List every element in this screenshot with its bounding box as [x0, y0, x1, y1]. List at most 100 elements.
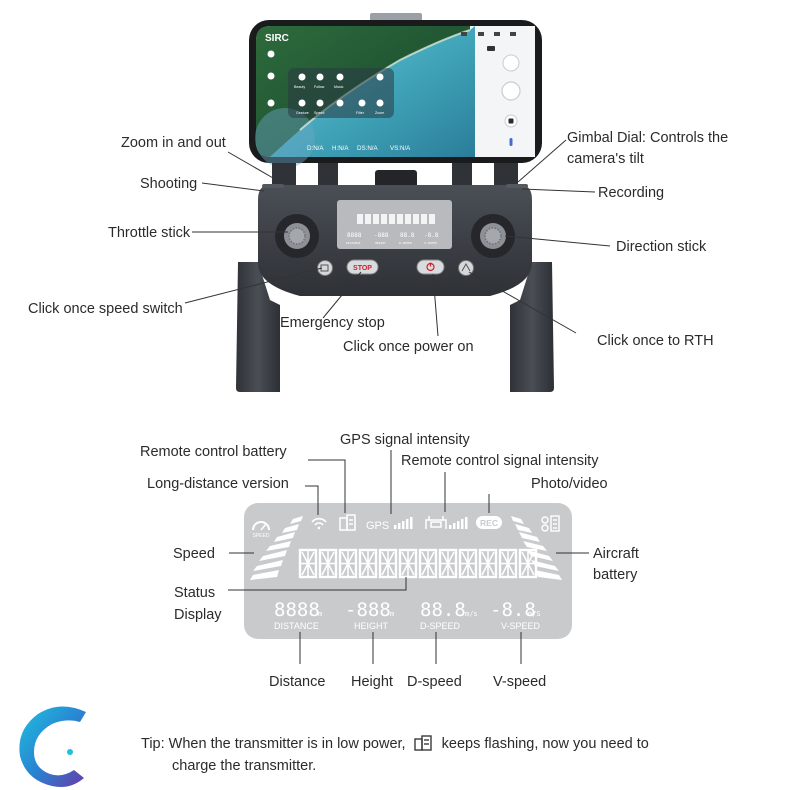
controller-lcd-distance: 8888: [347, 232, 362, 239]
controller-lcd-caption: HEIGHT: [375, 241, 386, 245]
rc-battery-icon: [339, 514, 356, 531]
label-speed: Speed: [173, 546, 215, 562]
dspeed-caption: D-SPEED: [420, 621, 461, 631]
label-speed-switch: Click once speed switch: [28, 301, 183, 317]
lcd-captions: DISTANCE HEIGHT D-SPEED V-SPEED: [274, 621, 541, 631]
tip-suffix: keeps flashing, now you need to: [441, 736, 649, 752]
controller-lcd-segments: [357, 214, 435, 224]
height-caption: HEIGHT: [354, 621, 389, 631]
rec-text: REC: [480, 518, 498, 528]
status-segment-cell: [498, 548, 518, 579]
label-rc-signal: Remote control signal intensity: [401, 453, 599, 469]
controller-lcd-dspeed: 88.8: [400, 232, 415, 239]
telemetry-vspeed: VS:N/A: [390, 145, 411, 152]
status-segment-cell: [358, 548, 378, 579]
telemetry-distance: D:N/A: [307, 145, 324, 152]
height-digits: -888: [345, 599, 391, 621]
lcd-diagram: SPEED: [244, 503, 572, 639]
speed-bars: [250, 516, 303, 580]
label-aircraft-battery: Aircraft battery: [593, 546, 639, 583]
phone-menu-panel: [288, 68, 394, 118]
status-segment-cell: [298, 548, 318, 579]
status-segment-cell: [458, 548, 478, 579]
phone-telemetry: D:N/A H:N/A DS:N/A VS:N/A: [307, 145, 411, 152]
label-vspeed: V-speed: [493, 674, 547, 690]
speed-switch-button[interactable]: [317, 260, 333, 276]
phone-menu-label: Music: [334, 85, 344, 89]
throttle-stick[interactable]: [275, 214, 319, 258]
label-power-on: Click once power on: [343, 339, 474, 355]
telemetry-height: H:N/A: [332, 145, 349, 152]
status-segment-cell: [338, 548, 358, 579]
rth-button[interactable]: [458, 260, 474, 276]
power-button[interactable]: [416, 259, 445, 275]
vspeed-digits: -8.8: [490, 599, 536, 621]
wifi-icon: [311, 517, 327, 530]
label-status-display: Status Display: [174, 585, 222, 623]
controller-lcd-caption: D-SPEED: [399, 241, 412, 245]
label-photo-video: Photo/video: [531, 476, 608, 492]
top-leader-lines: [184, 139, 611, 337]
phone-brand: SIRC: [265, 33, 289, 44]
tip-line2: charge the transmitter.: [172, 758, 317, 774]
phone-menu-label: Gesture: [296, 111, 309, 115]
label-dspeed: D-speed: [407, 674, 462, 690]
height-unit: m: [390, 610, 394, 618]
rc-signal-icon: [425, 516, 468, 529]
label-rth: Click once to RTH: [597, 333, 714, 349]
phone-menu-label: Zoom: [375, 111, 384, 115]
phone-top-status-icons: [461, 32, 516, 36]
dspeed-unit: m/s: [465, 610, 478, 618]
label-gimbal: Gimbal Dial: Controls the camera's tilt: [567, 130, 729, 167]
recording-button[interactable]: [506, 184, 528, 188]
label-rc-battery: Remote control battery: [140, 444, 287, 460]
rc-battery-icon: [413, 735, 432, 751]
distance-digits: 8888: [274, 599, 320, 621]
dspeed-digits: 88.8: [420, 599, 466, 621]
label-long-distance: Long-distance version: [147, 476, 289, 492]
controller-lcd-height: -888: [374, 232, 389, 239]
emergency-stop-button[interactable]: STOP: [346, 259, 379, 275]
distance-unit: m: [318, 610, 322, 618]
vspeed-caption: V-SPEED: [501, 621, 541, 631]
tip-note: Tip: When the transmitter is in low powe…: [141, 733, 741, 777]
phone-left-icons: [267, 50, 275, 107]
label-distance: Distance: [269, 674, 326, 690]
phone: SIRC Beauty Follow Music Gesture Speed F…: [249, 13, 542, 168]
vspeed-unit: m/S: [528, 610, 541, 618]
label-shooting: Shooting: [140, 176, 198, 192]
rec-icon: REC: [476, 516, 502, 529]
direction-stick[interactable]: [471, 214, 515, 258]
controller-lcd-readouts: 8888 -888 88.8 -8.8 DISTANCE HEIGHT D-SP…: [346, 232, 439, 245]
label-gps-intensity: GPS signal intensity: [340, 432, 470, 448]
phone-right-controls: [487, 46, 521, 146]
label-throttle: Throttle stick: [108, 225, 191, 241]
status-display-segments: [298, 548, 538, 579]
lcd-leader-lines: [228, 450, 589, 664]
controller-lcd: [337, 200, 452, 249]
right-grip: [510, 262, 554, 392]
gps-icon: GPS: [366, 517, 413, 532]
lcd-readouts: 8888 m -888 m 88.8 m/s -8.8 m/S: [274, 599, 541, 621]
label-emergency-stop: Emergency stop: [280, 315, 385, 331]
controller-lcd-vspeed: -8.8: [424, 232, 439, 239]
aircraft-battery-icon: [541, 515, 560, 532]
controller-lcd-caption: V-SPEED: [424, 241, 437, 245]
status-segment-cell: [398, 548, 418, 579]
speed-icon-text: SPEED: [253, 533, 270, 539]
phone-menu-label: Follow: [314, 85, 325, 89]
label-zoom: Zoom in and out: [121, 135, 226, 151]
phone-menu-label: Filter: [356, 111, 365, 115]
phone-menu-labels: Beauty Follow Music Gesture Speed Filter…: [294, 85, 384, 115]
phone-menu-icons: [298, 73, 384, 107]
telemetry-dspeed: DS:N/A: [357, 145, 379, 152]
phone-menu-label: Speed: [314, 111, 324, 115]
label-direction: Direction stick: [616, 239, 707, 255]
phone-menu-label: Beauty: [294, 85, 305, 89]
status-segment-cell: [418, 548, 438, 579]
speed-icon: SPEED: [252, 521, 270, 539]
shooting-button[interactable]: [262, 184, 284, 188]
status-segment-cell: [378, 548, 398, 579]
